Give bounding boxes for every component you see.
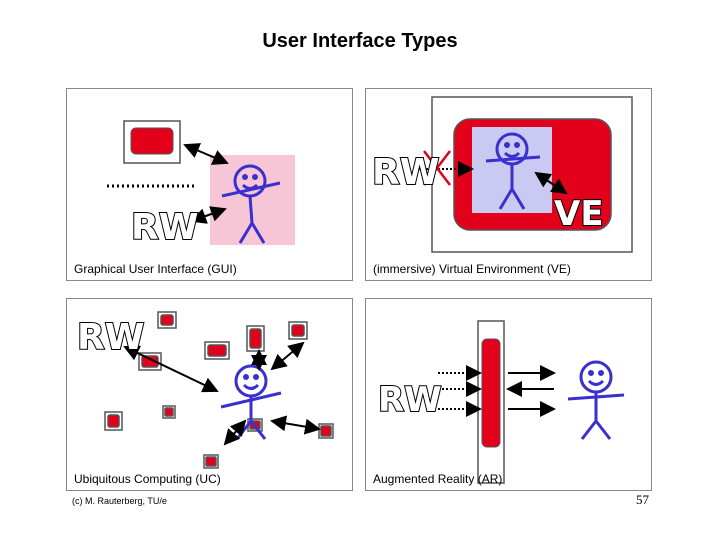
panel-gui: RW Graphical User Interface (GUI) [66, 88, 353, 281]
page-number: 57 [636, 492, 649, 507]
rw-label: RW [131, 207, 198, 248]
device [162, 405, 176, 419]
stick-figure-user [567, 360, 625, 440]
panel-uc: RW Ubiquitous Computing (UC) [66, 298, 353, 491]
caption-ar: Augmented Reality (AR) [373, 472, 503, 486]
device [104, 411, 123, 431]
device [204, 341, 230, 360]
caption-uc: Ubiquitous Computing (UC) [74, 472, 221, 486]
ar-display [481, 338, 501, 448]
rw-label: RW [372, 152, 439, 193]
solid-arrows [506, 365, 556, 417]
arrow-user-ve [534, 171, 568, 195]
rw-label: RW [378, 380, 442, 420]
dotted-arrows [438, 365, 482, 417]
device [203, 454, 219, 469]
rw-label: RW [77, 317, 144, 358]
slide-title: User Interface Types [262, 30, 458, 52]
caption-gui: Graphical User Interface (GUI) [74, 262, 237, 276]
arrow-monitor-user [183, 143, 229, 165]
screen-background [210, 155, 295, 245]
connection-arrows [123, 341, 321, 446]
cross-mark [423, 150, 451, 186]
footer-credit: (c) M. Rauterberg, TU/e [72, 496, 167, 506]
stick-figure-user [221, 164, 281, 244]
monitor-frame [123, 120, 181, 164]
device [157, 311, 177, 329]
device [318, 423, 334, 439]
ve-label: VE [554, 194, 604, 234]
device [288, 321, 308, 340]
stick-figure-user [485, 132, 541, 210]
device [246, 325, 265, 352]
panel-ar: RW Augmented Reality (AR) [365, 298, 652, 491]
panel-ve: RW VE (immersive) Virtual Environment (V… [365, 88, 652, 281]
arrow-rw-user [190, 206, 227, 224]
caption-ve: (immersive) Virtual Environment (VE) [373, 262, 571, 276]
